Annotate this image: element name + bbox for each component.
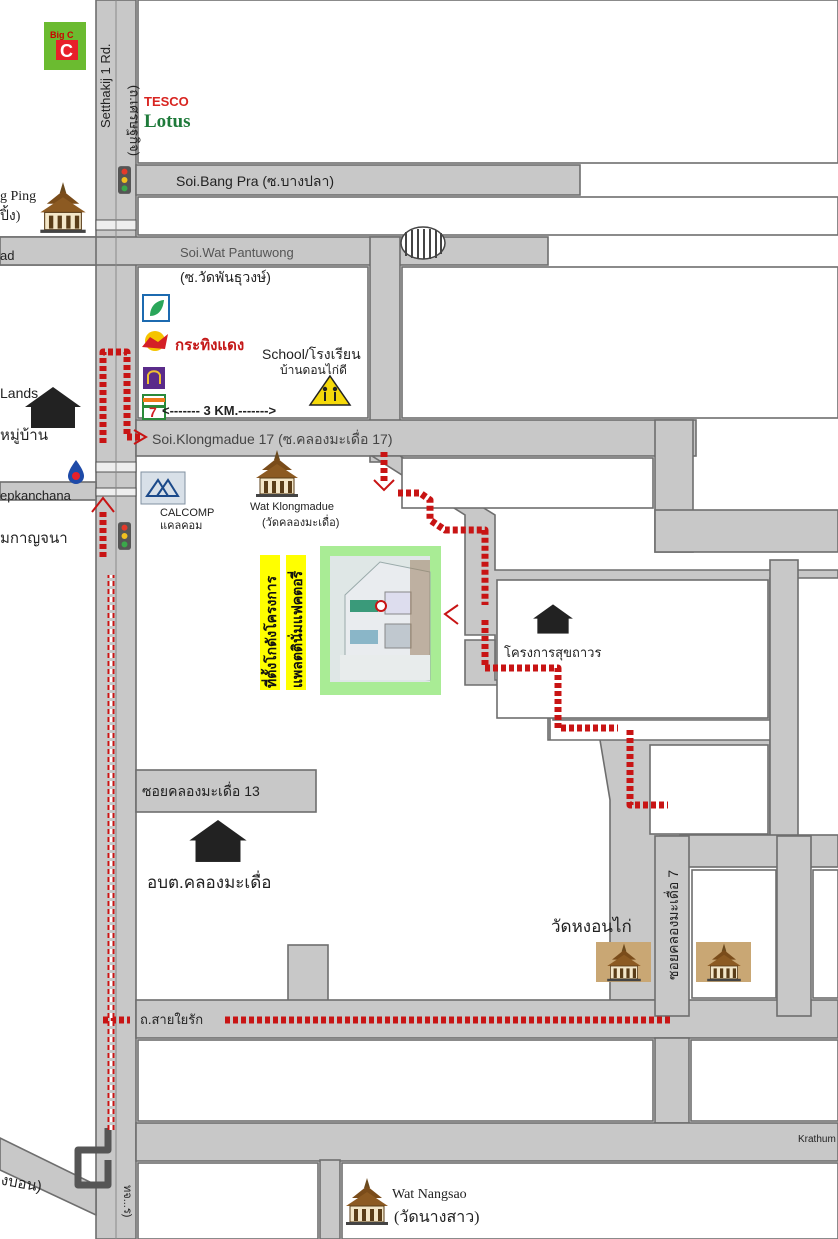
- project-label-line2: แพลตตินั่มแฟคตอรี่: [287, 570, 305, 688]
- house-icon: [189, 820, 247, 862]
- wat-bang-ping-th-label: ปิ้ง): [0, 205, 21, 224]
- krathum-label: Krathum: [798, 1134, 836, 1145]
- calcomp-th-label: แคลคอม: [160, 520, 202, 532]
- road-markings: [95, 0, 137, 1239]
- left-road-label: ad: [0, 248, 14, 263]
- temple-icon: [696, 942, 751, 982]
- school-label: School/โรงเรียน: [262, 346, 361, 362]
- school-sign-icon: [308, 374, 352, 406]
- soi-wat-pantuwong-label: Soi.Wat Pantuwong: [180, 245, 294, 260]
- temple-icon: [596, 942, 651, 982]
- soi-bang-pra-label: Soi.Bang Pra (ซ.บางปลา): [176, 173, 334, 189]
- road-labels: Setthakij 1 Rd. (ถ.เศรษฐกิจ) Soi.Bang Pr…: [0, 43, 836, 1217]
- wat-nangsao-th-label: (วัดนางสาว): [394, 1209, 480, 1226]
- wat-klongmadue-th-label: (วัดคลองมะเดื่อ): [262, 514, 339, 529]
- calcomp-logo: [140, 471, 186, 505]
- project-warehouse: [320, 546, 441, 695]
- ptt-logo: [68, 460, 84, 484]
- red-bull-logo: [142, 331, 168, 351]
- temple-icon: [39, 181, 87, 234]
- wat-hong-label: วัดหงอนไก่: [551, 916, 632, 936]
- traffic-light-icon: [118, 166, 131, 194]
- soi-klongmadue-13-label: ซอยคลองมะเดื่อ 13: [142, 782, 260, 799]
- svg-text:Big C: Big C: [50, 30, 74, 40]
- lands-label: Lands: [0, 385, 38, 401]
- svg-text:TESCO: TESCO: [144, 94, 189, 109]
- warehouse-photo: [330, 556, 431, 682]
- bottom-vertical-label: ทจ...ร): [121, 1185, 133, 1217]
- soi-klongmadue-17-label: Soi.Klongmadue 17 (ซ.คลองมะเดื่อ 17): [152, 430, 393, 447]
- svg-text:C: C: [60, 41, 73, 61]
- phetkasem-label: epkanchana: [0, 488, 72, 503]
- soi-klongmadue-7-label: ซอยคลองมะเดื่อ 7: [664, 870, 681, 980]
- housing-project-label: โครงการสุขถาวร: [504, 645, 601, 661]
- project-label-line1: ที่ตั้งโกดังโครงการ: [260, 575, 279, 688]
- school-th-label: บ้านดอนไก่ดี: [280, 363, 347, 377]
- soi-wat-pantuwong-th-label: (ซ.วัดพันธุวงษ์): [180, 269, 271, 286]
- temple-icon: [255, 449, 299, 498]
- sai-yai-rak-label: ถ.สายใยรัก: [140, 1012, 203, 1027]
- wat-klongmadue-label: Wat Klongmadue: [250, 501, 334, 513]
- city-blocks: [137, 0, 838, 1239]
- interchange-icon: [74, 1128, 112, 1189]
- lands-th-label: หมู่บ้าน: [0, 427, 48, 444]
- route-arrows: [91, 429, 459, 625]
- setthakij-label: Setthakij 1 Rd.: [98, 43, 113, 128]
- obt-label: อบต.คลองมะเดื่อ: [147, 870, 271, 892]
- tesco-lotus-logo: TESCO Lotus: [144, 94, 190, 132]
- route-path: [99, 348, 672, 1130]
- phetkasem-th-label: มกาญจนา: [0, 530, 68, 547]
- wat-bang-ping-label: g Ping: [0, 189, 36, 204]
- seven-eleven-logo: 7: [142, 394, 166, 420]
- krating-daeng-label: กระทิงแดง: [175, 336, 244, 354]
- traffic-light-icon: [118, 522, 131, 550]
- calcomp-label: CALCOMP: [160, 507, 214, 519]
- roundabout-icon: [400, 226, 446, 260]
- svg-text:Lotus: Lotus: [144, 111, 190, 132]
- setthakij-th-label: (ถ.เศรษฐกิจ): [126, 85, 142, 156]
- big-c-logo: Big C C: [44, 22, 86, 70]
- bottom-left-road-label: งบอน): [0, 1172, 43, 1196]
- distance-label: <------- 3 KM.------->: [162, 403, 276, 418]
- svg-text:7: 7: [149, 404, 157, 420]
- shop-logo: [143, 367, 165, 389]
- bangchak-logo: [142, 294, 170, 322]
- wat-nangsao-label: Wat Nangsao: [392, 1187, 467, 1202]
- project-label: ที่ตั้งโกดังโครงการ แพลตตินั่มแฟคตอรี่: [260, 555, 306, 690]
